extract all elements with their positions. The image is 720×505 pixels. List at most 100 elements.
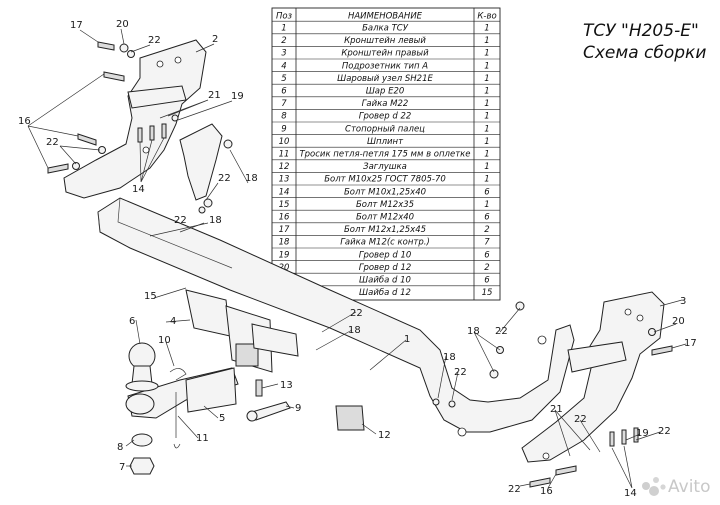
table-cell-name: Шаровый узел SH21E — [337, 74, 433, 84]
callout-22: 22 — [218, 173, 231, 184]
table-cell-name: Шар Е20 — [366, 87, 405, 97]
table-cell-qty: 6 — [484, 250, 490, 260]
bolt-m10x25 — [255, 379, 263, 397]
table-cell-pos: 4 — [281, 61, 286, 71]
table-cell-qty: 15 — [482, 288, 493, 298]
callout-21: 21 — [208, 90, 221, 101]
table-cell-qty: 6 — [484, 187, 490, 197]
table-cell-pos: 5 — [281, 74, 286, 84]
left-fasteners — [47, 41, 233, 214]
table-cell-qty: 1 — [484, 36, 489, 46]
callout-20: 20 — [672, 316, 685, 327]
left-inner-plate — [179, 123, 223, 201]
callout-22: 22 — [658, 426, 671, 437]
callout-18: 18 — [467, 326, 480, 337]
table-cell-name: Шайба d 12 — [359, 288, 411, 298]
plug-cap — [335, 405, 365, 431]
callout-22: 22 — [495, 326, 508, 337]
table-cell-name: Шплинт — [367, 137, 404, 147]
table-cell-name: Гровер d 22 — [359, 112, 412, 122]
callout-22: 22 — [148, 35, 161, 46]
table-cell-pos: 1 — [281, 24, 286, 34]
callout-3: 3 — [680, 296, 686, 307]
leader-lines — [27, 28, 687, 489]
table-cell-name: Заглушка — [363, 162, 407, 172]
right-fasteners — [432, 301, 673, 488]
table-cell-pos: 14 — [279, 187, 290, 197]
table-cell-name: Тросик петля-петля 175 мм в оплетке — [299, 150, 470, 160]
callout-22: 22 — [574, 414, 587, 425]
cotter-pin — [169, 368, 187, 381]
table-cell-pos: 19 — [279, 250, 290, 260]
table-cell-qty: 2 — [484, 225, 489, 235]
table-row: 14 Болт М10х1,25х40 6 — [279, 187, 491, 197]
callout-21: 21 — [550, 404, 563, 415]
title-line-1: ТСУ "H205-E" — [583, 21, 699, 41]
table-cell-name: Стопорный палец — [345, 124, 425, 134]
table-cell-qty: 2 — [484, 263, 489, 273]
washer-d22 — [131, 433, 153, 447]
ball-mount — [125, 367, 239, 419]
callout-14: 14 — [624, 488, 637, 499]
left-bracket — [63, 39, 207, 199]
table-row: 8 Гровер d 22 1 — [281, 112, 489, 122]
table-cell-qty: 1 — [484, 74, 489, 84]
table-cell-pos: 11 — [279, 150, 290, 160]
table-cell-pos: 20 — [279, 263, 290, 273]
table-cell-qty: 1 — [484, 24, 489, 34]
table-cell-qty: 1 — [484, 112, 489, 122]
callout-17: 17 — [70, 20, 83, 31]
callout-9: 9 — [295, 403, 301, 414]
table-cell-name: Болт М10х1,25х40 — [344, 187, 426, 197]
table-cell-qty: 1 — [484, 49, 489, 59]
table-cell-pos: 9 — [281, 124, 286, 134]
table-cell-name: Балка ТСУ — [362, 24, 409, 34]
table-cell-qty: 1 — [484, 200, 489, 210]
callout-15: 15 — [144, 291, 157, 302]
callout-8: 8 — [117, 442, 123, 453]
table-cell-pos: 10 — [279, 137, 290, 147]
callout-2: 2 — [212, 34, 218, 45]
callout-14: 14 — [132, 184, 145, 195]
table-cell-qty: 6 — [484, 276, 490, 286]
callout-18: 18 — [443, 352, 456, 363]
table-cell-pos: 3 — [281, 49, 286, 59]
callout-19: 19 — [636, 428, 649, 439]
main-beam — [97, 197, 575, 437]
callout-22: 22 — [508, 484, 521, 495]
title-line-2: Схема сборки — [583, 43, 706, 63]
callout-22: 22 — [174, 215, 187, 226]
table-cell-name: Болт М12х40 — [356, 213, 414, 223]
callout-13: 13 — [280, 380, 293, 391]
callout-7: 7 — [119, 462, 125, 473]
callout-4: 4 — [170, 316, 176, 327]
callout-5: 5 — [219, 413, 225, 424]
callout-19: 19 — [231, 91, 244, 102]
locking-pin — [251, 401, 291, 421]
callout-11: 11 — [196, 433, 209, 444]
table-cell-qty: 1 — [484, 87, 489, 97]
callout-20: 20 — [116, 19, 129, 30]
callout-12: 12 — [378, 430, 391, 441]
table-cell-name: Шайба d 10 — [359, 276, 411, 286]
table-cell-pos: 8 — [281, 112, 287, 122]
avito-watermark-text: Avito — [668, 477, 710, 497]
table-cell-name: Болт М10х25 ГОСТ 7805-70 — [324, 175, 446, 185]
cable-loop — [173, 392, 181, 449]
table-cell-pos: 17 — [279, 225, 290, 235]
table-cell-pos: 16 — [279, 213, 290, 223]
callout-22: 22 — [46, 137, 59, 148]
callout-18: 18 — [348, 325, 361, 336]
